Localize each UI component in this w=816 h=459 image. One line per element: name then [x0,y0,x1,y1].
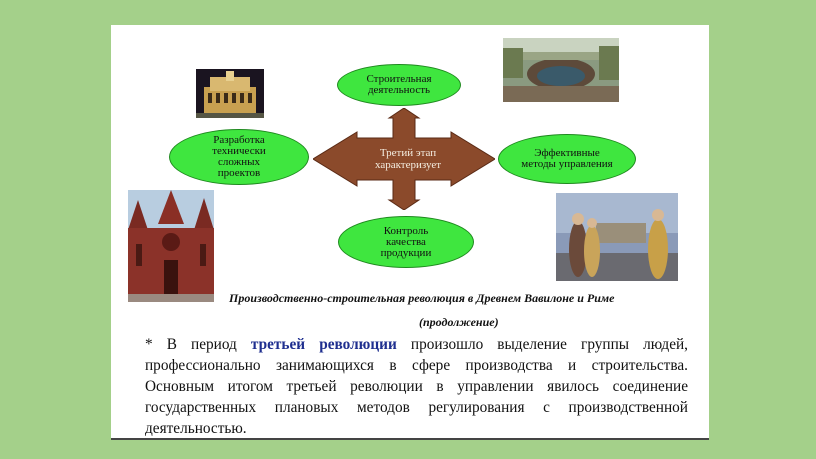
center-label-line2: характеризует [374,159,442,171]
caption-line2: (продолжение) [419,315,499,329]
node-effective-management: Эффективные методы управления [498,134,636,184]
center-label: Третий этап характеризует [360,147,456,171]
body-highlight: третьей революции [250,336,397,353]
night-building-photo [196,69,264,118]
node-bottom-line2: качества [386,235,426,248]
node-bottom-line1: Контроль [383,224,429,237]
node-left-line1: Разработка [213,134,265,146]
node-right-line2: методы управления [521,158,613,170]
node-top-line2: деятельность [367,84,431,96]
cathedral-photo [128,190,214,302]
four-way-arrow [313,108,495,210]
node-quality-control: Контроль качества продукции [338,216,474,268]
body-paragraph: * В период третьей революции произошло в… [145,334,688,439]
node-left-line2: технически [212,145,266,157]
center-label-line1: Третий этап [379,147,437,159]
ancient-figures-painting [556,193,678,281]
node-left-line3: сложных [218,156,260,168]
node-left-line4: проектов [217,167,261,179]
caption-line1: Производственно-строительная революция в… [229,291,615,305]
node-right-line1: Эффективные [534,147,600,159]
body-rest: произошло выделение группы людей, профес… [145,336,689,437]
node-bottom-line3: продукции [380,246,432,259]
node-top-line1: Строительная [366,73,432,85]
ancient-city-photo [503,38,619,102]
body-prefix: * В период [145,336,251,353]
bottom-divider [111,438,709,440]
node-construction-activity: Строительная деятельность [337,64,461,106]
node-complex-projects: Разработка технически сложных проектов [169,129,309,185]
